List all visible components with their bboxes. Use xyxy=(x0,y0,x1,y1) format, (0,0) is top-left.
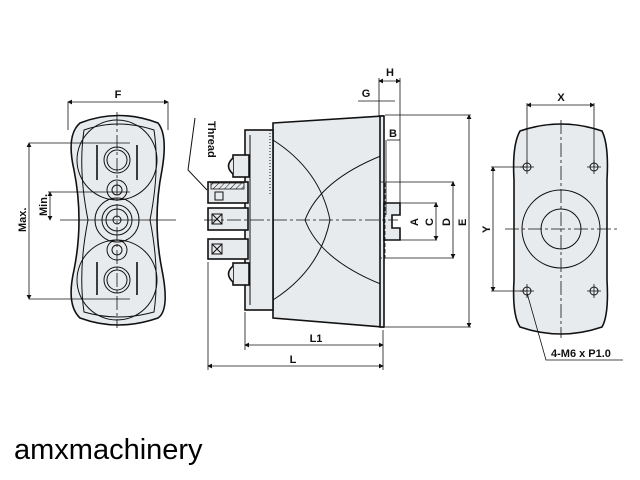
dim-label-e: E xyxy=(457,219,469,226)
dim-label-c: C xyxy=(424,218,436,226)
dim-label-l1: L1 xyxy=(310,333,323,345)
nut-lower xyxy=(227,262,250,286)
dim-label-b: B xyxy=(389,128,397,140)
back-view: X Y 4-M6 x P1.0 xyxy=(481,92,623,361)
dim-label-min: Min. xyxy=(38,194,50,216)
dim-label-d: D xyxy=(441,218,453,226)
nut-upper xyxy=(227,154,250,178)
hole-callout: 4-M6 x P1.0 xyxy=(551,348,611,360)
dim-label-f: F xyxy=(115,89,122,101)
side-view: Thread L1 L H G B A C D E xyxy=(187,67,472,370)
dim-label-l: L xyxy=(290,354,297,366)
dim-label-max: Max. xyxy=(17,208,29,232)
watermark: amxmachinery xyxy=(14,434,203,466)
dim-label-y: Y xyxy=(481,225,493,233)
dim-label-x: X xyxy=(557,92,565,104)
thread-label: Thread xyxy=(205,121,217,158)
dim-label-g: G xyxy=(362,88,371,100)
dim-label-a: A xyxy=(409,218,421,226)
dim-label-h: H xyxy=(386,67,394,79)
front-view: F Max. Min. xyxy=(17,89,176,328)
